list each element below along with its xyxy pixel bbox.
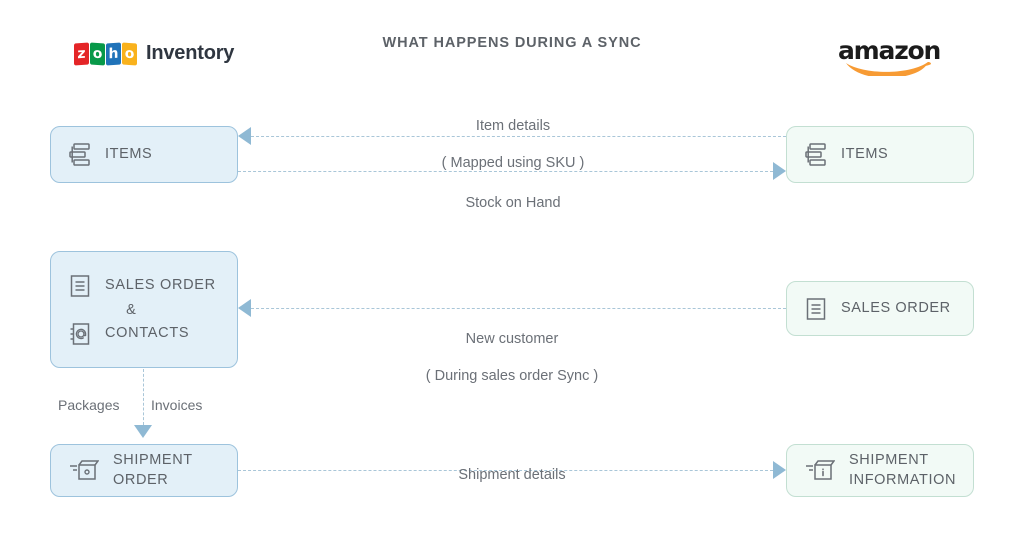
node-shipment-information-label: SHIPMENT INFORMATION [849,451,956,490]
node-contacts-row: CONTACTS [51,321,237,347]
node-shipment-information-line2: INFORMATION [849,471,957,488]
node-sales-order-label: SALES ORDER [105,276,216,293]
connector-item-details-arrowhead [238,127,251,145]
node-items-amazon[interactable]: ITEMS [786,126,974,183]
contacts-icon [70,322,90,345]
connector-shipment-details-line [238,470,773,471]
node-shipment-order-line2: ORDER [113,471,169,488]
amazon-wordmark: amazon [838,36,941,65]
node-shipment-information-line1: SHIPMENT [849,451,929,468]
connector-new-customer-arrowhead [238,299,251,317]
node-shipment-order-zoho[interactable]: SHIPMENT ORDER [50,444,238,497]
connector-new-customer-line1: New customer [465,330,559,347]
connector-item-details-line [251,136,786,137]
node-items-zoho[interactable]: ITEMS [50,126,238,183]
connector-item-details-label: Item details ( Mapped using SKU ) [363,98,663,191]
node-shipment-order-line1: SHIPMENT [113,451,193,468]
connector-invoices-label: Invoices [151,397,203,413]
amazon-logo: amazon [838,36,941,76]
connector-new-customer-label: New customer ( During sales order Sync ) [362,311,662,404]
document-icon [70,274,90,297]
document-icon [806,297,826,320]
connector-stock-on-hand-line1: Stock on Hand [465,194,561,211]
node-items-zoho-label: ITEMS [105,145,153,162]
node-sales-order-ampersand: & [126,301,136,318]
node-sales-order-amazon[interactable]: SALES ORDER [786,281,974,336]
node-sales-order-contacts-zoho[interactable]: SALES ORDER & CONTACTS [50,251,238,368]
connector-shipment-details-arrowhead [773,461,786,479]
node-sales-order-amazon-label: SALES ORDER [841,299,951,316]
node-shipment-order-label: SHIPMENT ORDER [113,451,193,490]
connector-packages-invoices-arrowhead [134,425,152,438]
node-sales-order-row: SALES ORDER [51,273,237,299]
items-icon [69,142,90,166]
zoho-product-name: Inventory [146,42,235,64]
connector-packages-label: Packages [58,397,120,413]
zoho-inventory-logo: z o h o Inventory [74,41,235,66]
package-icon [70,459,99,480]
connector-stock-on-hand-line [238,171,773,172]
connector-stock-on-hand-label: Stock on Hand [363,175,663,231]
connector-item-details-line2: ( Mapped using SKU ) [441,154,585,171]
connector-item-details-line1: Item details [475,117,551,134]
connector-shipment-details-label: Shipment details [362,447,662,503]
node-contacts-label: CONTACTS [105,324,190,341]
items-icon [805,142,826,166]
connector-stock-on-hand-arrowhead [773,162,786,180]
node-shipment-information-amazon[interactable]: SHIPMENT INFORMATION [786,444,974,497]
connector-new-customer-line2: ( During sales order Sync ) [425,367,599,384]
connector-new-customer-line [251,308,786,309]
page-title: WHAT HAPPENS DURING A SYNC [382,35,642,51]
amazon-smile-icon [846,62,931,76]
package-info-icon [806,459,835,480]
connector-packages-invoices-line [143,369,144,425]
connector-shipment-details-line1: Shipment details [458,466,566,483]
node-items-amazon-label: ITEMS [841,145,889,162]
